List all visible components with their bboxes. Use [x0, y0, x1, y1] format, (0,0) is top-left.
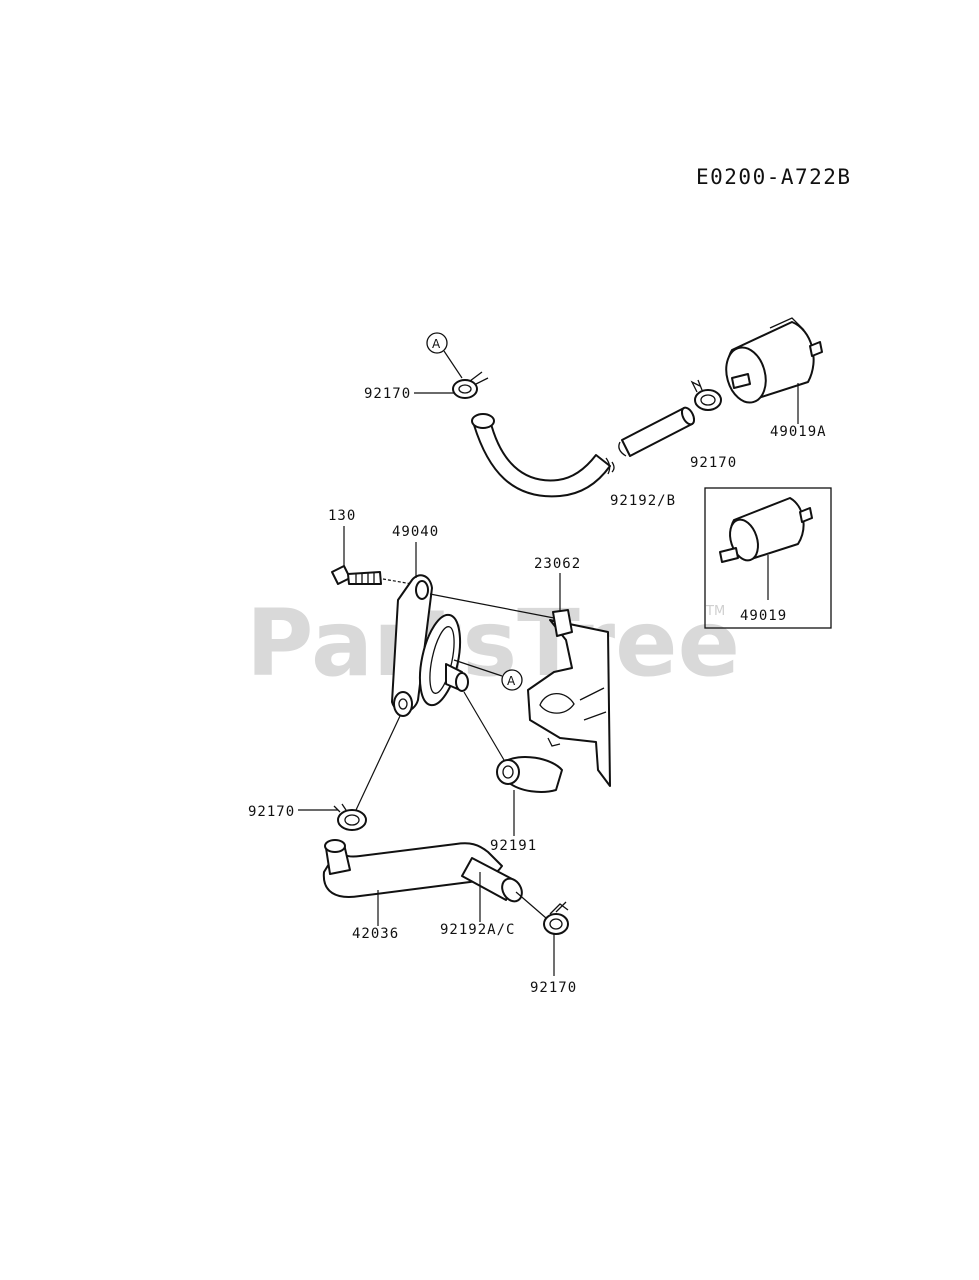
clamp-left — [333, 803, 367, 831]
hose-short — [496, 755, 563, 793]
inset-box — [704, 487, 832, 629]
callout-a-top-letter: A — [432, 337, 441, 351]
label-pipe: 42036 — [352, 926, 399, 942]
label-filter-inset: 49019 — [740, 608, 787, 624]
label-clamp-right: 92170 — [690, 455, 737, 471]
clamp-right — [690, 379, 722, 411]
fuel-pump-bracket — [391, 574, 433, 717]
watermark-trademark: TM — [705, 604, 725, 619]
fuel-pump — [418, 613, 469, 707]
callout-a-middle-letter: A — [507, 674, 516, 688]
label-clamp-bottom: 92170 — [530, 980, 577, 996]
fuel-filter-a — [725, 317, 823, 404]
bolt — [331, 565, 382, 585]
mounting-bracket — [527, 609, 611, 787]
label-hose-top: 92192/B — [610, 493, 676, 509]
label-bolt: 130 — [328, 508, 356, 524]
label-hose-bottom: 92192A/C — [440, 922, 515, 938]
clamp-bottom — [543, 901, 569, 935]
callout-a-middle: A — [453, 659, 523, 691]
hose-curved-top — [471, 413, 615, 498]
label-clamp-top-left: 92170 — [364, 386, 411, 402]
hose-bottom — [461, 857, 523, 903]
label-filter-a: 49019A — [770, 424, 827, 440]
callout-a-top: A — [426, 332, 463, 379]
label-bracket: 23062 — [534, 556, 581, 572]
diagram-code: E0200-A722B — [696, 165, 852, 189]
label-pump-bracket: 49040 — [392, 524, 439, 540]
fuel-pipe — [322, 839, 503, 898]
label-hose-short: 92191 — [490, 838, 537, 854]
label-clamp-left: 92170 — [248, 804, 295, 820]
watermark: PartsTree — [246, 590, 740, 697]
hose-straight-top — [618, 406, 696, 457]
clamp-top-left — [452, 371, 489, 399]
